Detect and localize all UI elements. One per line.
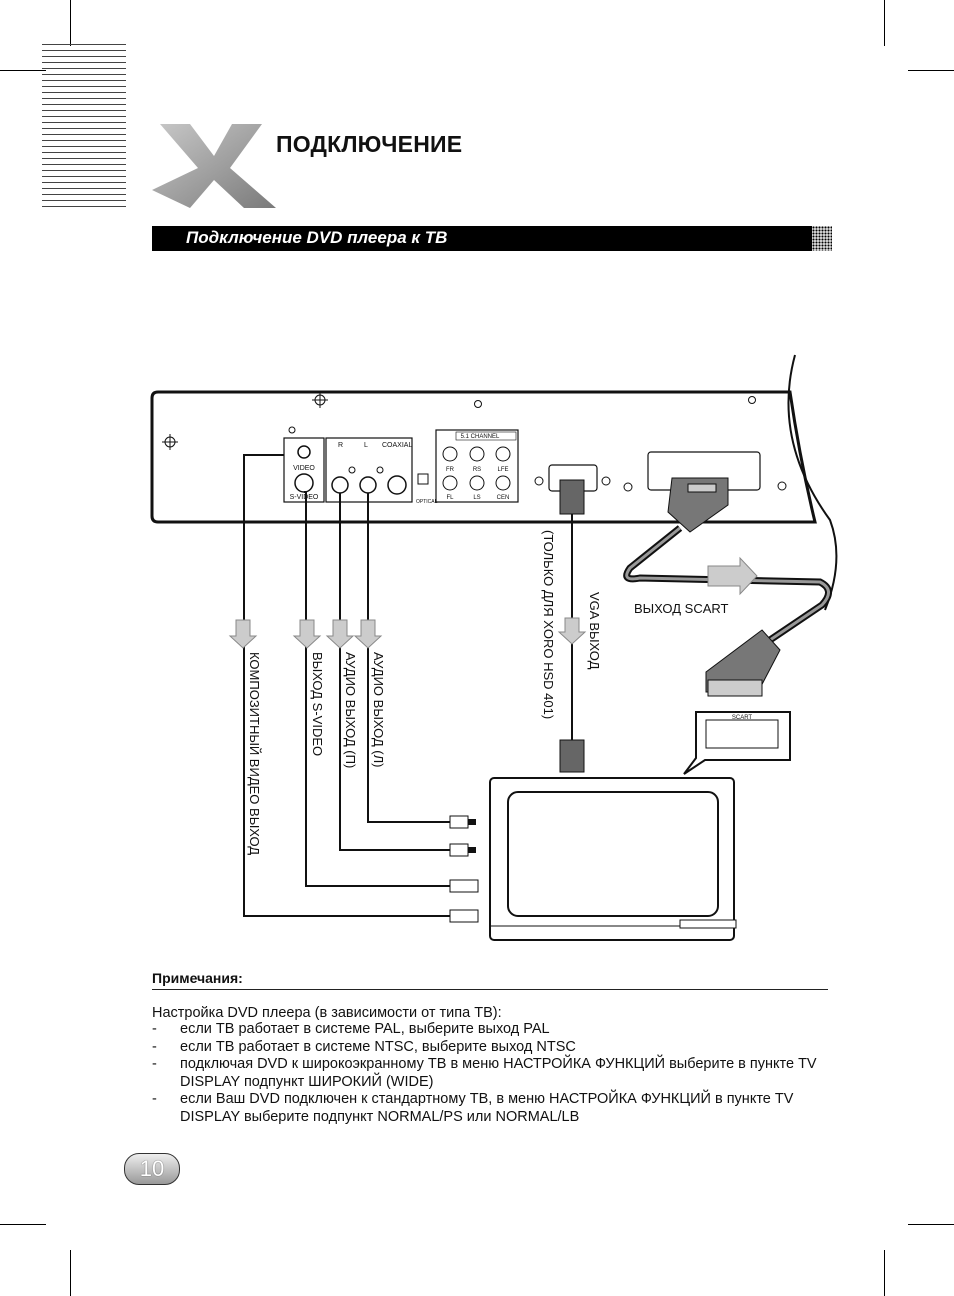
list-item: если Ваш DVD подключен к стандартному ТВ…	[152, 1091, 832, 1126]
r-label: R	[338, 442, 343, 449]
crop-mark	[70, 1250, 71, 1296]
video-label: VIDEO	[293, 465, 315, 472]
fl-label: FL	[446, 495, 454, 501]
section-title: Подключение DVD плеера к ТВ	[186, 228, 448, 247]
svideo-label: S-VIDEO	[290, 494, 319, 501]
composite-plug	[449, 909, 479, 923]
audio-l-jack	[359, 476, 377, 494]
channel-block	[435, 429, 519, 503]
rca-plug	[449, 815, 469, 829]
vga-output-label: VGA ВЫХОД	[587, 592, 602, 670]
page-number: 10	[124, 1153, 180, 1185]
connection-diagram: VIDEO S-VIDEO R L COAXIAL OPTICAL 5.1 CH…	[150, 354, 838, 941]
down-arrow-icon	[557, 617, 587, 645]
rs-label: RS	[473, 467, 481, 473]
notes-title: Примечания:	[152, 970, 243, 986]
fr-label: FR	[446, 467, 455, 473]
section-banner	[152, 226, 812, 251]
xoro-logo-icon	[152, 124, 276, 208]
cen-label: CEN	[497, 495, 510, 501]
video-jack	[297, 445, 311, 459]
notes-intro: Настройка DVD плеера (в зависимости от т…	[152, 1005, 502, 1021]
scart-output-label: ВЫХОД SCART	[634, 601, 729, 616]
crop-mark	[908, 1224, 954, 1225]
down-arrow-icon	[292, 619, 322, 649]
down-arrow-icon	[353, 619, 383, 649]
down-arrow-icon	[228, 619, 258, 649]
notes-list: если ТВ работает в системе PAL, выберите…	[152, 1021, 832, 1126]
rca-plug	[449, 843, 469, 857]
ls-label: LS	[473, 495, 480, 501]
crop-mark	[884, 1250, 885, 1296]
crop-mark	[908, 70, 954, 71]
coaxial-jack	[387, 475, 407, 495]
audio-right-output-label: АУДИО ВЫХОД (П)	[343, 652, 358, 768]
optical-label: OPTICAL	[416, 499, 438, 505]
composite-cable	[243, 454, 450, 917]
vga-plug-top	[559, 479, 585, 515]
crop-mark	[884, 0, 885, 46]
down-arrow-icon	[325, 619, 355, 649]
scart-arrow	[707, 556, 758, 596]
optical-port	[417, 473, 429, 485]
channel-label: 5.1 CHANNEL	[461, 434, 500, 440]
vga-note-label: (ТОЛЬКО ДЛЯ XORO HSD 401)	[541, 530, 556, 719]
notes-divider	[152, 989, 828, 990]
l-label: L	[364, 442, 368, 449]
audio-r-jack	[331, 476, 349, 494]
list-item: если ТВ работает в системе PAL, выберите…	[152, 1021, 832, 1039]
tv-scart-label: SCART	[732, 715, 753, 721]
svideo-cable	[304, 491, 450, 887]
tv-screen	[507, 791, 719, 917]
svideo-output-label: ВЫХОД S-VIDEO	[310, 652, 325, 756]
banner-dot-pattern	[806, 226, 832, 251]
crop-mark	[70, 0, 71, 46]
list-item: если ТВ работает в системе NTSC, выберит…	[152, 1039, 832, 1057]
audio-l-cable	[367, 493, 452, 823]
list-item: подключая DVD к широкоэкранному ТВ в мен…	[152, 1056, 832, 1091]
coaxial-label: COAXIAL	[382, 442, 412, 449]
audio-left-output-label: АУДИО ВЫХОД (Л)	[371, 652, 386, 768]
header-stripes	[42, 44, 126, 210]
audio-r-cable	[339, 493, 452, 851]
lfe-label: LFE	[497, 467, 508, 473]
svideo-jack	[294, 473, 314, 493]
svideo-plug	[449, 879, 479, 893]
crop-mark	[0, 1224, 46, 1225]
vga-plug-bottom	[559, 739, 585, 773]
page-title: ПОДКЛЮЧЕНИЕ	[276, 131, 463, 157]
crop-mark	[0, 70, 46, 71]
composite-output-label: КОМПОЗИТНЫЙ ВИДЕО ВЫХОД	[247, 652, 262, 855]
panel-cut-line	[787, 354, 838, 611]
